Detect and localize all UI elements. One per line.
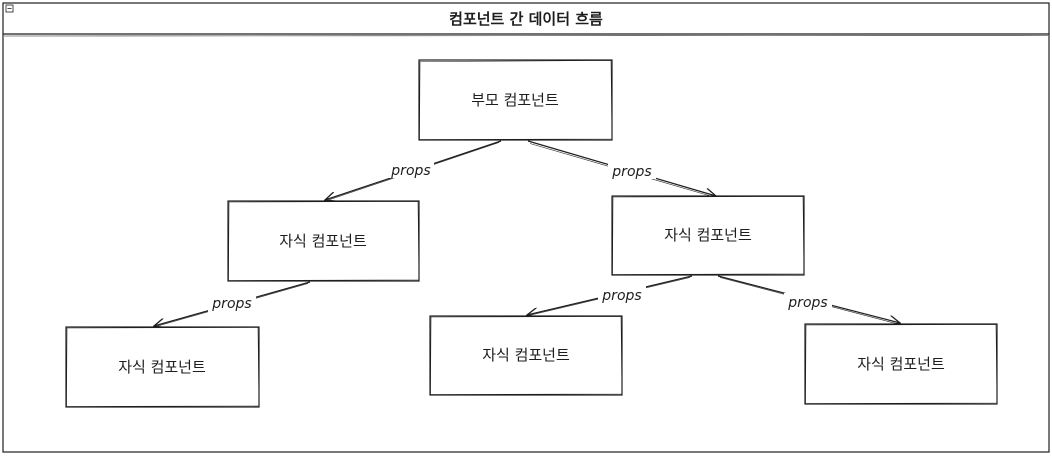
node-grandchild-3[interactable]: 자식 컴포넌트 <box>804 323 998 405</box>
node-grandchild-2[interactable]: 자식 컴포넌트 <box>429 315 623 396</box>
edge-parent-to-child-left: props <box>325 140 502 201</box>
node-label: 자식 컴포넌트 <box>664 226 752 244</box>
edge-label: props <box>601 288 641 304</box>
edge-child-right-to-grandchild-2: props <box>527 275 693 316</box>
edge-label: props <box>390 163 430 179</box>
node-label: 자식 컴포넌트 <box>118 358 206 376</box>
diagram-title: 컴포넌트 간 데이터 흐름 <box>449 10 603 28</box>
nodes: 부모 컴포넌트 자식 컴포넌트 자식 컴포넌트 자식 컴포넌트 자식 컴포넌트 <box>65 59 998 408</box>
edge-child-right-to-grandchild-3: props <box>717 275 900 324</box>
edge-child-left-to-grandchild-1: props <box>154 281 311 327</box>
edge-label: props <box>211 296 251 312</box>
edges: props props props props prop <box>154 140 900 327</box>
edge-label: props <box>611 164 651 180</box>
node-label: 자식 컴포넌트 <box>857 355 945 373</box>
node-child-left[interactable]: 자식 컴포넌트 <box>227 200 420 282</box>
node-parent[interactable]: 부모 컴포넌트 <box>418 59 613 141</box>
edge-parent-to-child-right: props <box>527 140 716 197</box>
node-label: 자식 컴포넌트 <box>482 346 570 364</box>
node-child-right[interactable]: 자식 컴포넌트 <box>611 195 805 276</box>
node-grandchild-1[interactable]: 자식 컴포넌트 <box>65 326 260 408</box>
node-label: 부모 컴포넌트 <box>471 91 559 109</box>
collapse-icon[interactable] <box>5 4 14 13</box>
node-label: 자식 컴포넌트 <box>279 232 367 250</box>
edge-label: props <box>787 295 827 311</box>
